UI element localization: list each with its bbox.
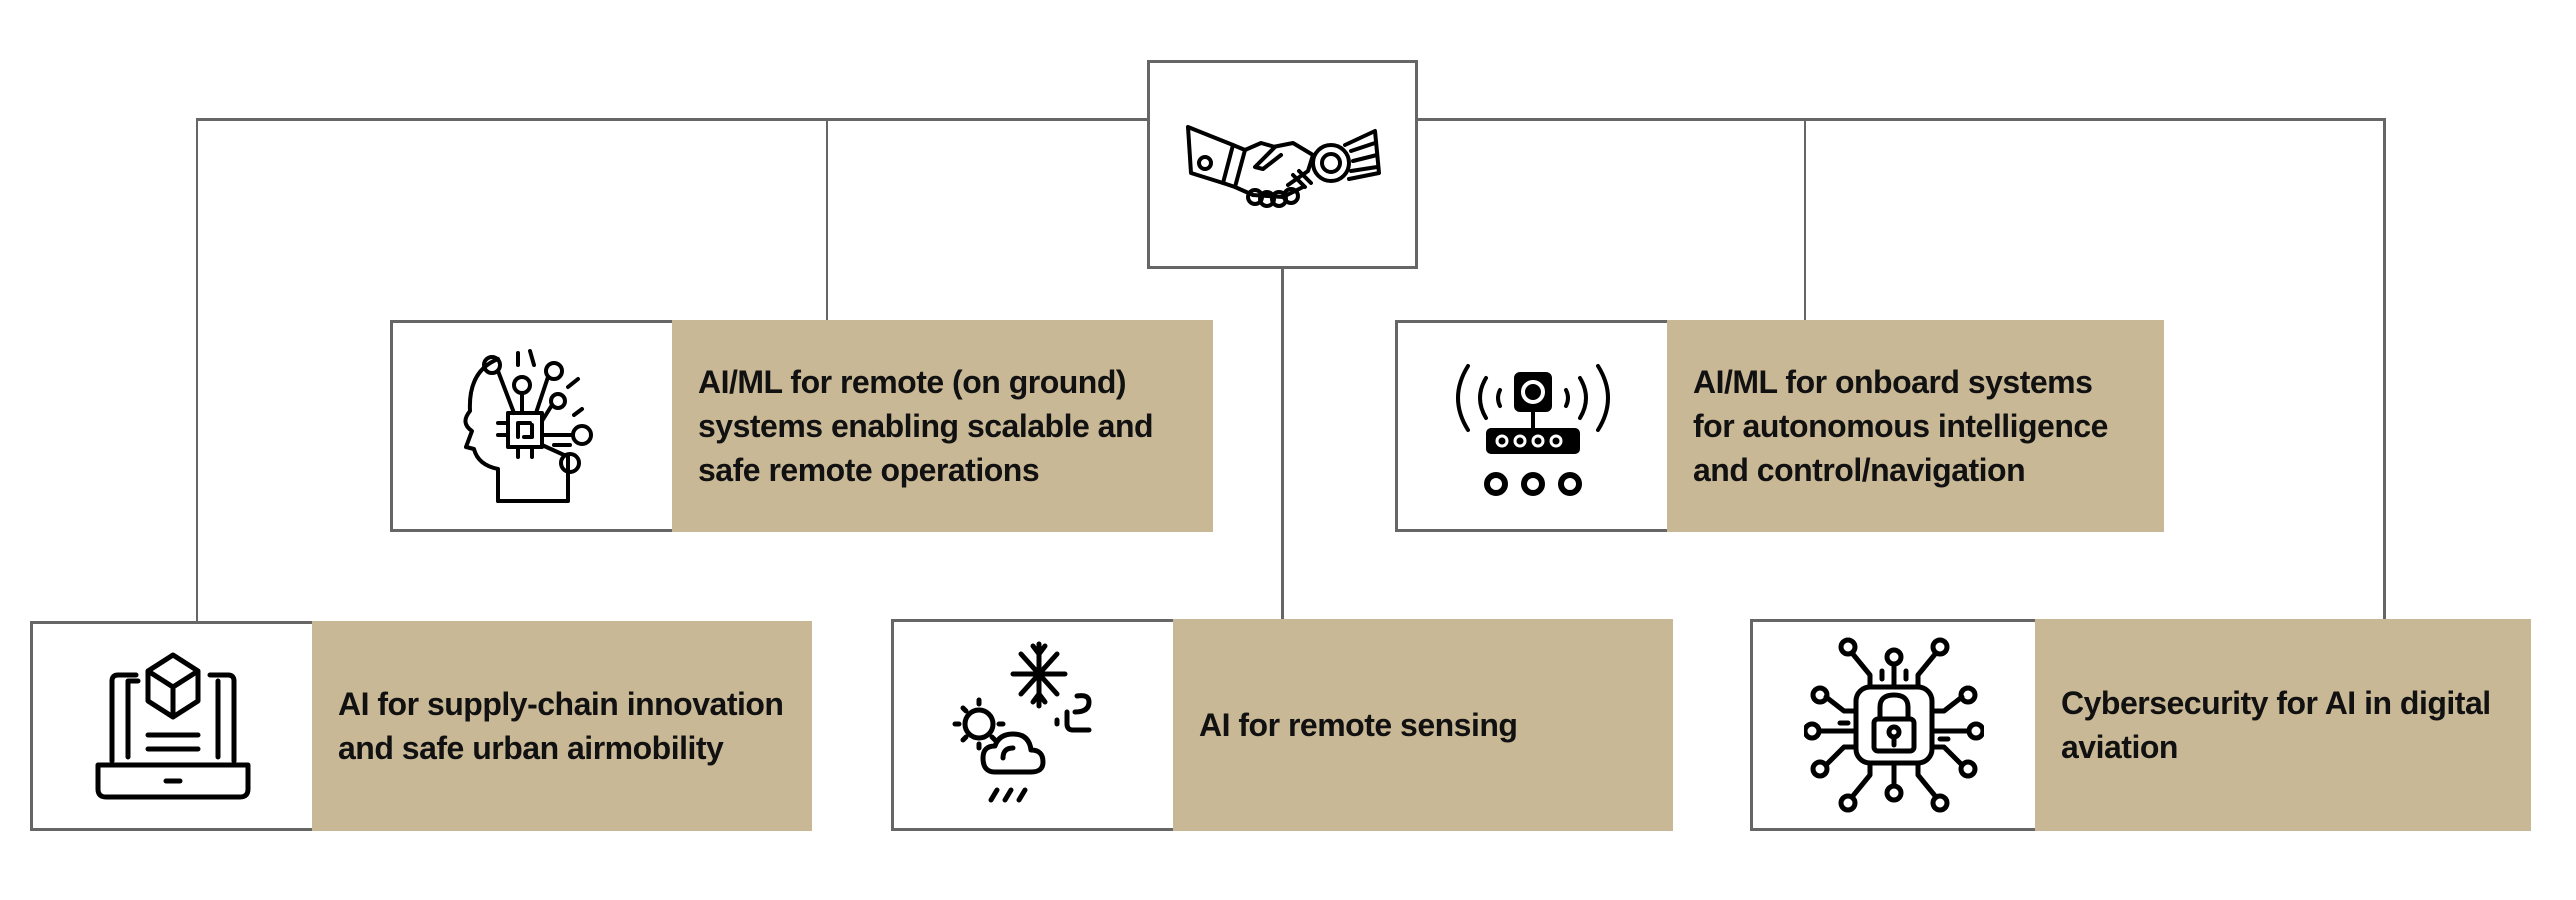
connector-right-mid <box>1804 118 1806 320</box>
hub-node <box>1147 60 1418 269</box>
connector-right <box>2383 118 2386 622</box>
circuit-lock-icon <box>1804 637 1984 813</box>
card-onboard: AI/ML for onboard systems for autonomous… <box>1395 320 2164 532</box>
card-icon-box <box>390 320 672 532</box>
card-label: AI for supply-chain innovation and safe … <box>312 621 812 831</box>
card-icon-box <box>1750 619 2035 831</box>
card-label: AI/ML for onboard systems for autonomous… <box>1667 320 2164 532</box>
card-label: Cybersecurity for AI in digital aviation <box>2035 619 2531 831</box>
card-text: AI/ML for onboard systems for autonomous… <box>1693 364 2108 488</box>
card-cybersecurity: Cybersecurity for AI in digital aviation <box>1750 619 2531 831</box>
card-text: AI/ML for remote (on ground) systems ena… <box>698 364 1154 488</box>
connector-left-mid <box>826 118 828 320</box>
card-text: AI for supply-chain innovation and safe … <box>338 686 784 766</box>
card-icon-box <box>1395 320 1667 532</box>
card-text: AI for remote sensing <box>1199 707 1518 743</box>
connector-left <box>196 118 198 622</box>
connector-center <box>1281 269 1284 621</box>
card-label: AI for remote sensing <box>1173 619 1673 831</box>
weather-sensing-icon <box>952 641 1091 803</box>
card-remote-sensing: AI for remote sensing <box>891 619 1673 831</box>
card-text: Cybersecurity for AI in digital aviation <box>2061 685 2491 765</box>
card-supply-chain: AI for supply-chain innovation and safe … <box>30 621 812 831</box>
ai-head-chip-icon <box>463 349 593 503</box>
laptop-package-icon <box>95 652 250 800</box>
autonomous-robot-sensor-icon <box>1455 364 1610 496</box>
card-label: AI/ML for remote (on ground) systems ena… <box>672 320 1213 532</box>
card-icon-box <box>30 621 312 831</box>
card-remote-ground: AI/ML for remote (on ground) systems ena… <box>390 320 1213 532</box>
robot-human-handshake-icon <box>1185 124 1381 208</box>
card-icon-box <box>891 619 1173 831</box>
